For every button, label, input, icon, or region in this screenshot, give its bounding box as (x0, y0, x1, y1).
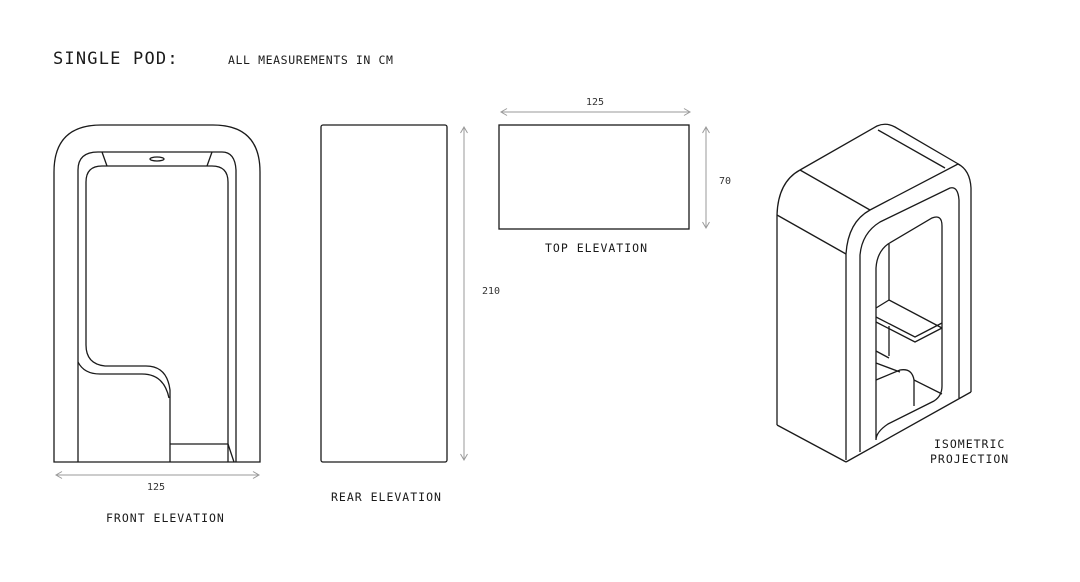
height-value: 210 (482, 286, 501, 297)
units-note: ALL MEASUREMENTS IN CM (228, 53, 394, 67)
rear-elevation-label: REAR ELEVATION (331, 490, 442, 504)
top-width-value: 125 (586, 97, 605, 108)
front-elevation-drawing (53, 124, 261, 463)
top-elevation-drawing (498, 124, 690, 230)
top-depth-value: 70 (719, 176, 732, 187)
page-title: SINGLE POD: (53, 49, 179, 69)
rear-elevation-drawing (320, 124, 448, 463)
top-elevation-label: TOP ELEVATION (545, 241, 649, 255)
isometric-drawing (776, 123, 972, 463)
isometric-label-line2: PROJECTION (930, 452, 1010, 466)
front-width-value: 125 (147, 482, 166, 493)
front-elevation-label: FRONT ELEVATION (106, 511, 225, 525)
isometric-label-line1: ISOMETRIC (934, 437, 1006, 451)
